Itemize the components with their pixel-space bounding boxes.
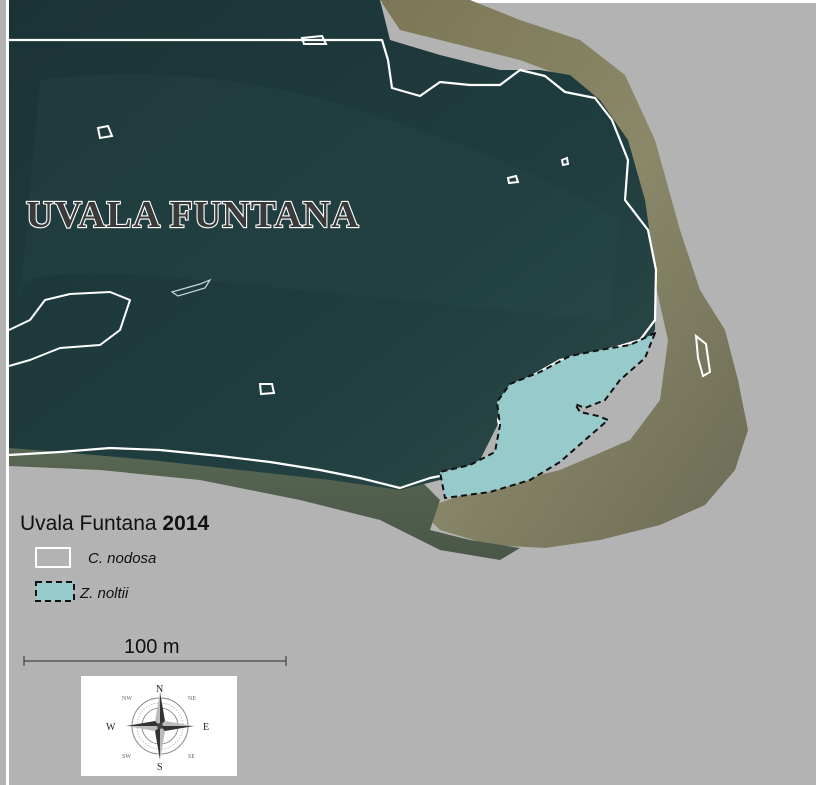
c-nodosa-patch bbox=[300, 34, 328, 45]
compass-ne: NE bbox=[188, 696, 196, 702]
legend-label-c-nodosa: C. nodosa bbox=[88, 550, 156, 567]
legend-swatch-c-nodosa bbox=[35, 547, 71, 568]
scale-bar-label: 100 m bbox=[124, 636, 180, 658]
c-nodosa-patch bbox=[170, 278, 212, 297]
compass-west: W bbox=[106, 722, 116, 733]
legend: Uvala Funtana 2014 C. nodosa Z. noltii bbox=[20, 512, 209, 602]
legend-title-prefix: Uvala Funtana bbox=[20, 512, 162, 535]
legend-swatch-z-noltii bbox=[35, 581, 75, 602]
compass-north: N bbox=[156, 684, 163, 695]
c-nodosa-patch bbox=[560, 156, 570, 167]
sea-area bbox=[9, 0, 655, 490]
legend-title-year: 2014 bbox=[162, 512, 209, 535]
c-nodosa-patch bbox=[96, 124, 114, 140]
c-nodosa-outline-west bbox=[8, 291, 131, 367]
compass-rose-icon: N S E W NE NW SE SW bbox=[81, 676, 237, 776]
compass-sw: SW bbox=[122, 754, 131, 760]
c-nodosa-patch bbox=[258, 383, 276, 396]
compass-south: S bbox=[157, 762, 163, 773]
sea-texture bbox=[18, 74, 620, 321]
land-area-east bbox=[380, 0, 748, 548]
place-label: UVALA FUNTANA bbox=[26, 194, 360, 236]
compass-east: E bbox=[203, 722, 209, 733]
compass-se: SE bbox=[188, 754, 195, 760]
c-nodosa-patch bbox=[694, 333, 712, 378]
legend-label-z-noltii: Z. noltii bbox=[79, 585, 129, 602]
c-nodosa-outline bbox=[8, 38, 658, 490]
scale-bar: 100 m bbox=[23, 636, 287, 666]
compass-nw: NW bbox=[122, 696, 132, 702]
legend-title: Uvala Funtana 2014 bbox=[20, 512, 209, 535]
c-nodosa-patch bbox=[506, 174, 520, 185]
map-frame-left bbox=[6, 0, 9, 785]
z-noltii-area bbox=[439, 332, 656, 499]
